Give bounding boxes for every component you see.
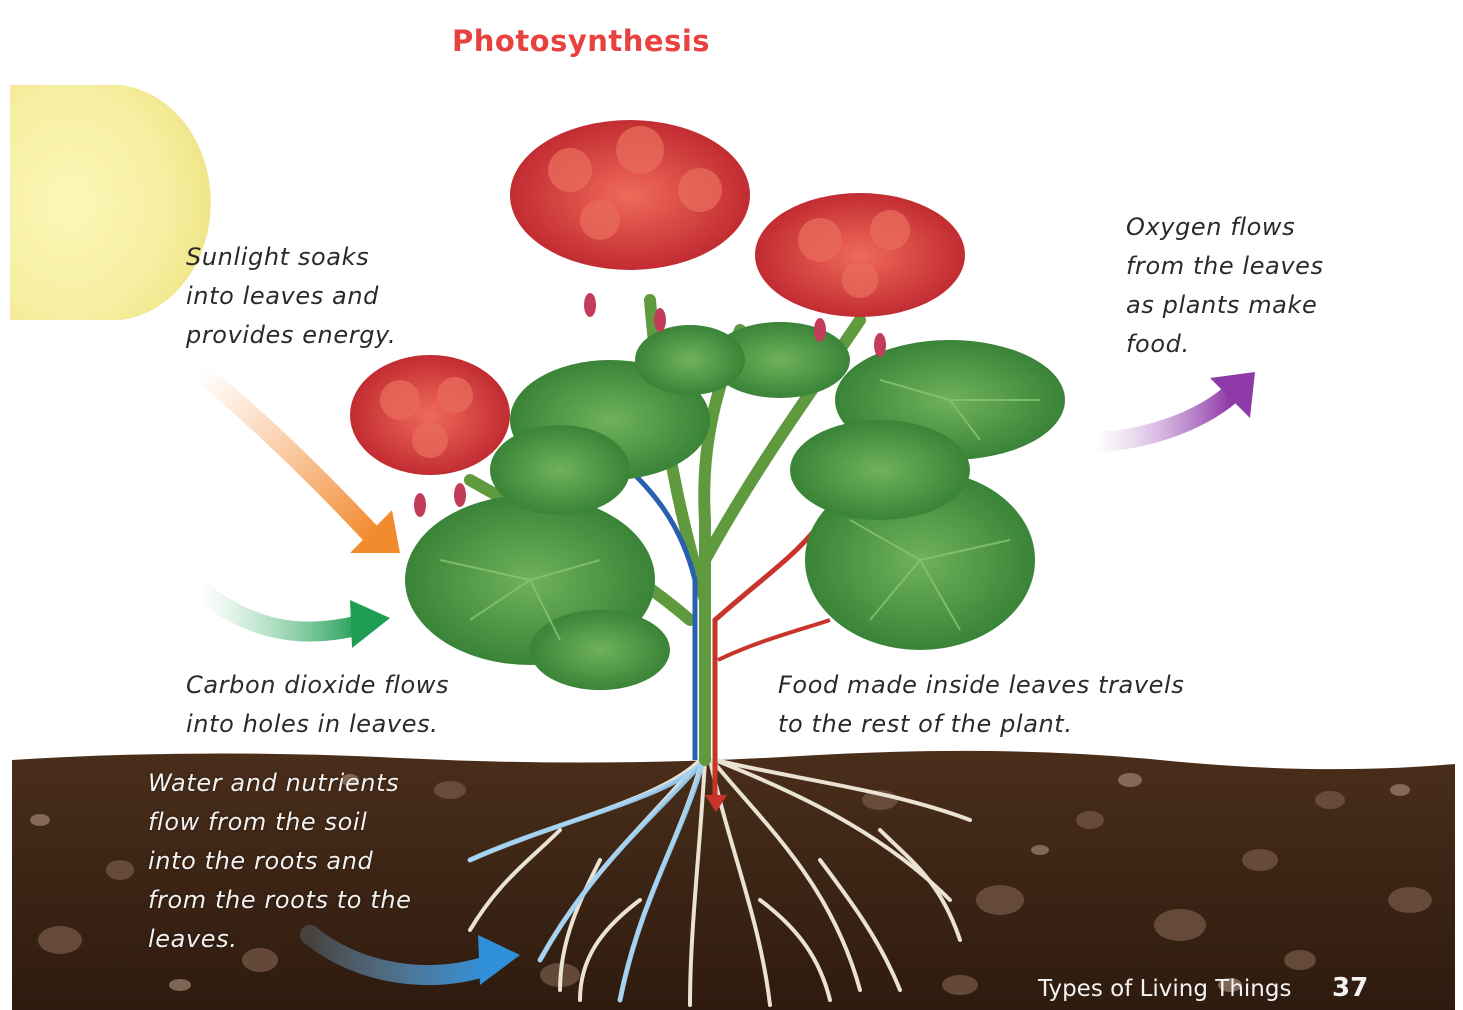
page-number: 37 [1332,973,1368,1003]
water-caption: Water and nutrients flow from the soil i… [148,764,412,959]
oxygen-arrow [1095,372,1255,442]
carbon-dioxide-arrow [200,590,390,648]
oxygen-caption: Oxygen flows from the leaves as plants m… [1126,208,1324,364]
phloem-food-path-2 [718,620,830,660]
carbon-dioxide-caption: Carbon dioxide flows into holes in leave… [186,666,449,744]
sunlight-caption: Sunlight soaks into leaves and provides … [186,238,396,355]
diagram-title: Photosynthesis [452,24,710,58]
footer-section-title: Types of Living Things [1038,976,1291,1002]
sun [10,85,211,320]
food-caption: Food made inside leaves travels to the r… [778,666,1184,744]
